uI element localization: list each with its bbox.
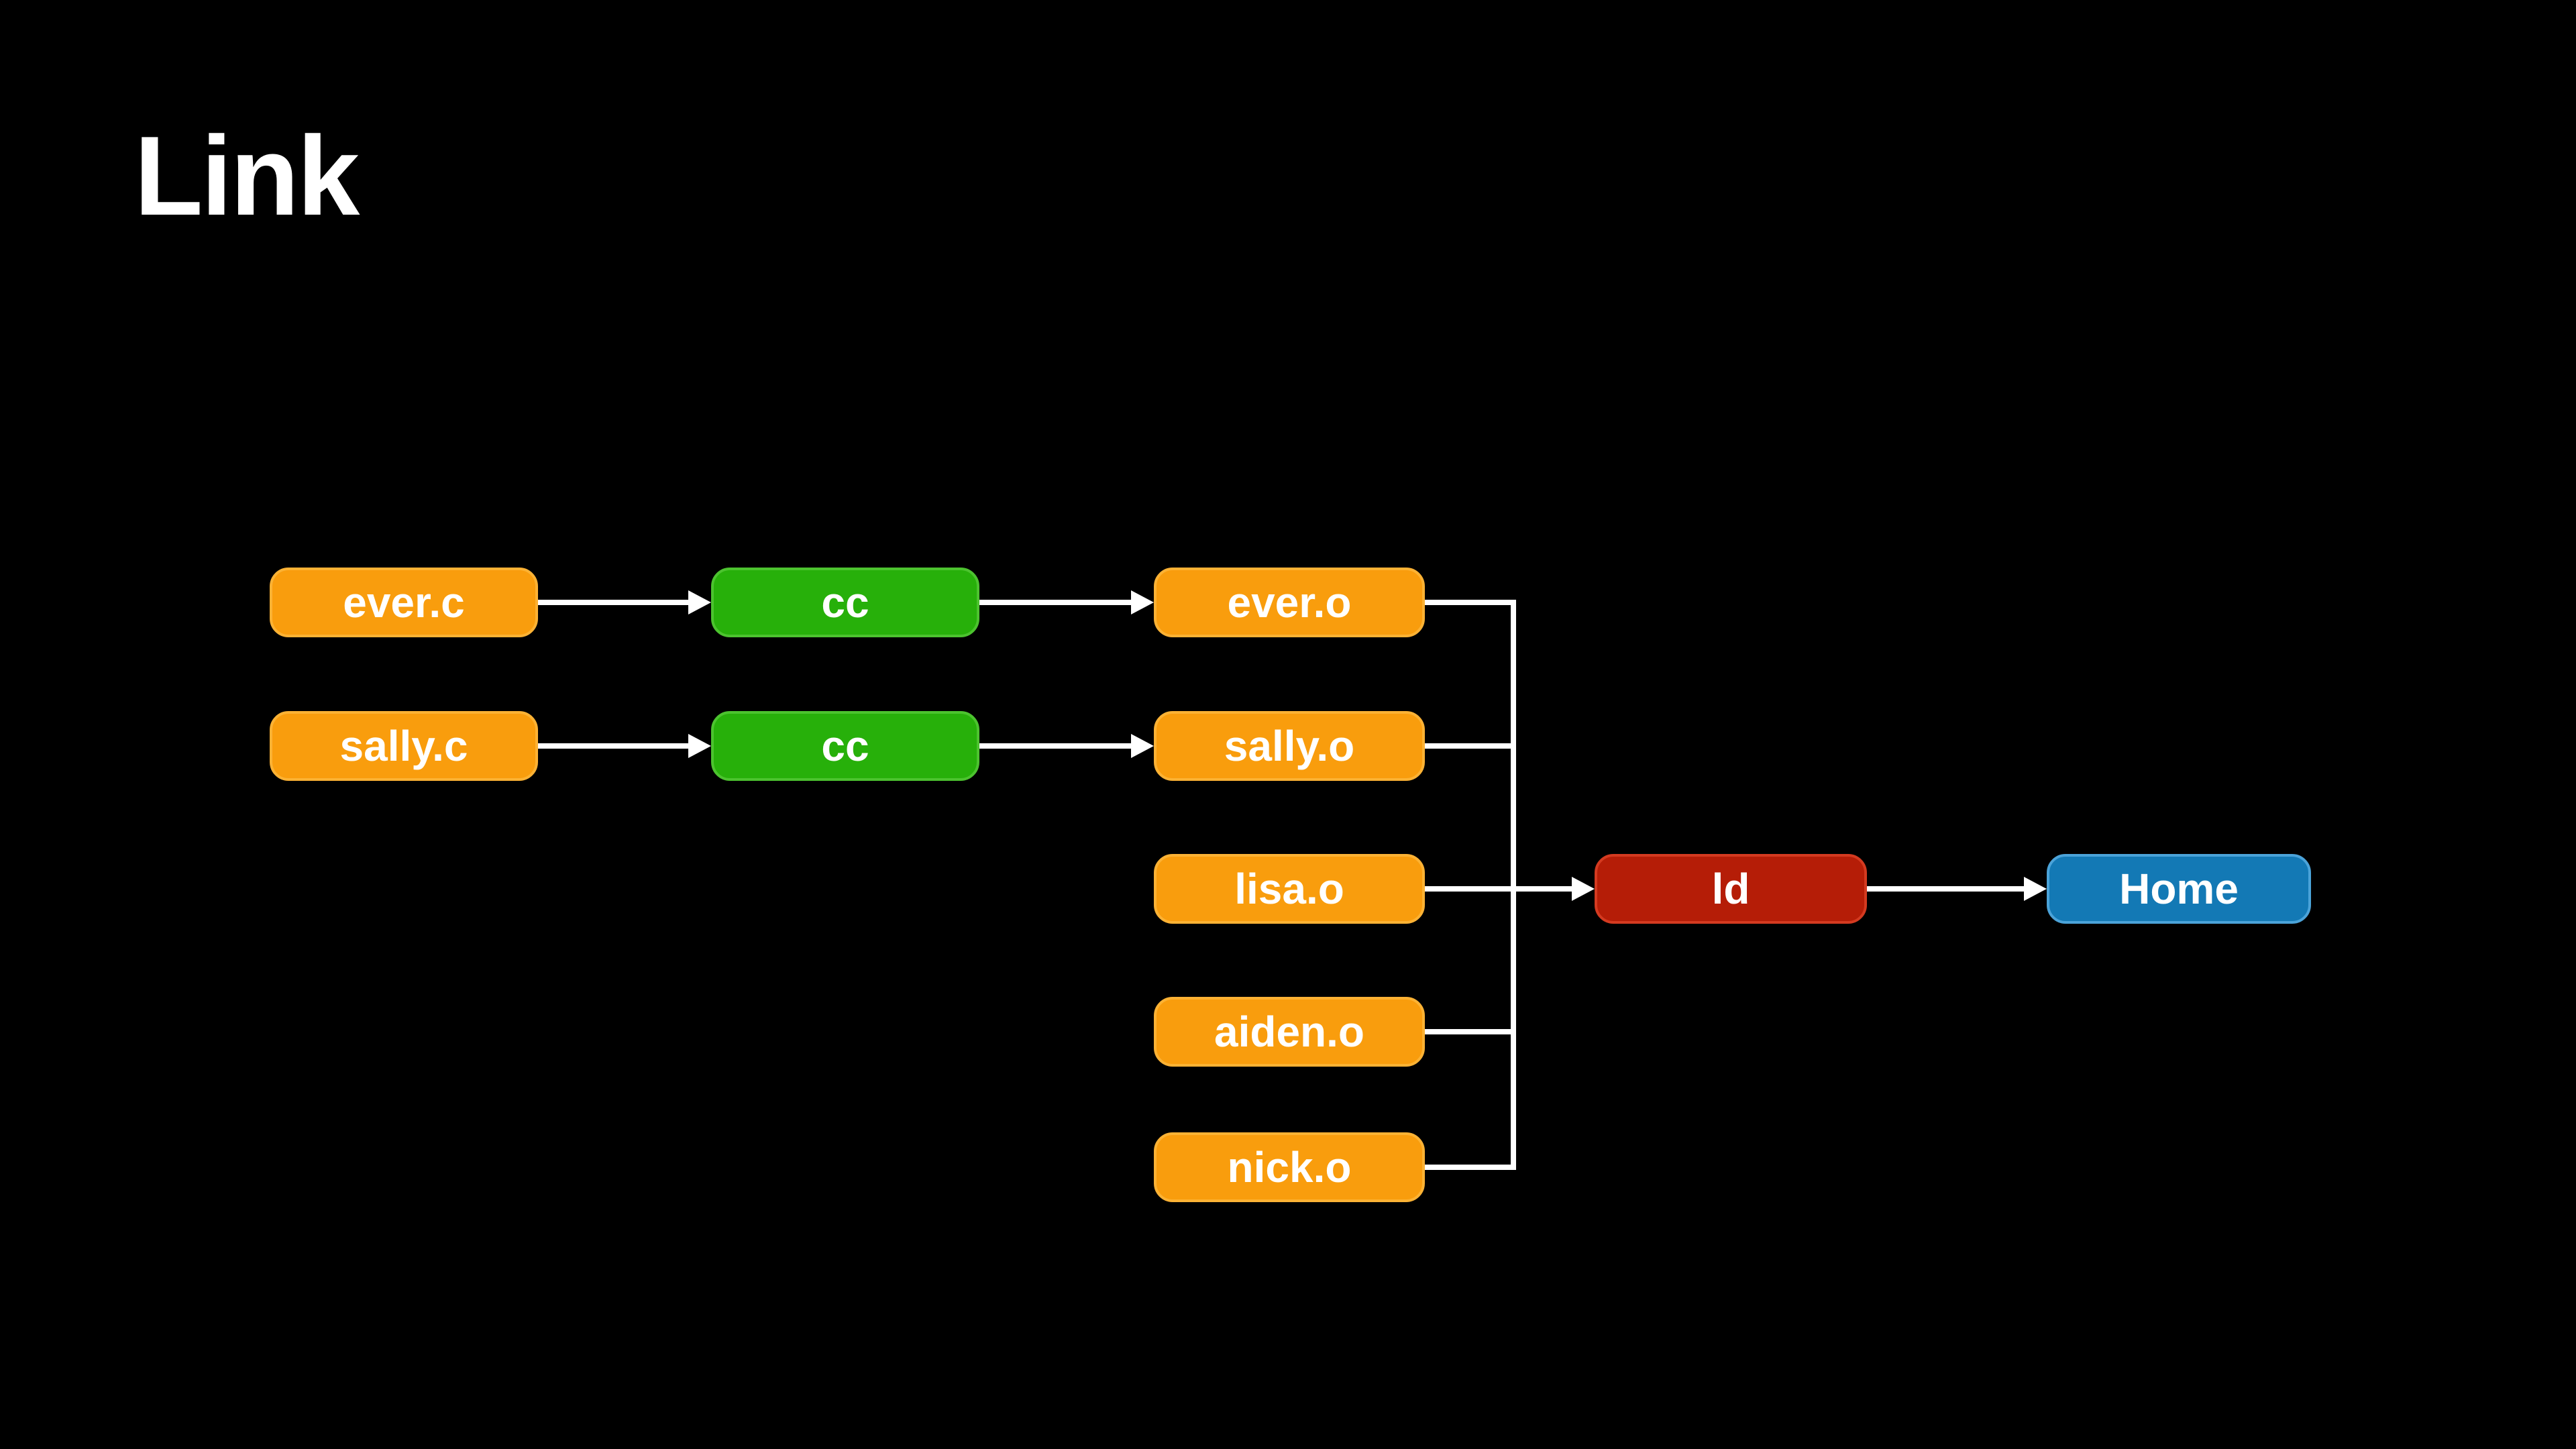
arrowhead-sally_o xyxy=(1131,734,1154,758)
node-ever-o: ever.o xyxy=(1154,568,1425,637)
node-sally-o: sally.o xyxy=(1154,711,1425,781)
node-sally-c-label: sally.c xyxy=(339,722,468,770)
node-lisa-o-label: lisa.o xyxy=(1234,865,1344,913)
node-ever-c: ever.c xyxy=(270,568,538,637)
node-lisa-o: lisa.o xyxy=(1154,854,1425,924)
node-home-label: Home xyxy=(2119,865,2239,913)
node-aiden-o-label: aiden.o xyxy=(1214,1008,1365,1056)
node-home: Home xyxy=(2047,854,2311,924)
arrowhead-ever_o xyxy=(1131,590,1154,614)
node-ever-c-label: ever.c xyxy=(343,578,465,627)
node-cc-top: cc xyxy=(711,568,979,637)
node-ever-o-label: ever.o xyxy=(1227,578,1352,627)
arrowhead-cc_bottom xyxy=(688,734,711,758)
node-sally-o-label: sally.o xyxy=(1224,722,1355,770)
node-aiden-o: aiden.o xyxy=(1154,997,1425,1067)
arrowhead-ld xyxy=(1572,877,1595,901)
arrowhead-home xyxy=(2024,877,2047,901)
node-cc-bottom: cc xyxy=(711,711,979,781)
node-nick-o: nick.o xyxy=(1154,1132,1425,1202)
node-cc-top-label: cc xyxy=(821,578,869,627)
node-sally-c: sally.c xyxy=(270,711,538,781)
node-ld-label: ld xyxy=(1711,865,1750,913)
node-ld: ld xyxy=(1595,854,1867,924)
node-nick-o-label: nick.o xyxy=(1227,1143,1352,1191)
node-cc-bottom-label: cc xyxy=(821,722,869,770)
arrowhead-cc_top xyxy=(688,590,711,614)
slide-title: Link xyxy=(134,113,360,239)
